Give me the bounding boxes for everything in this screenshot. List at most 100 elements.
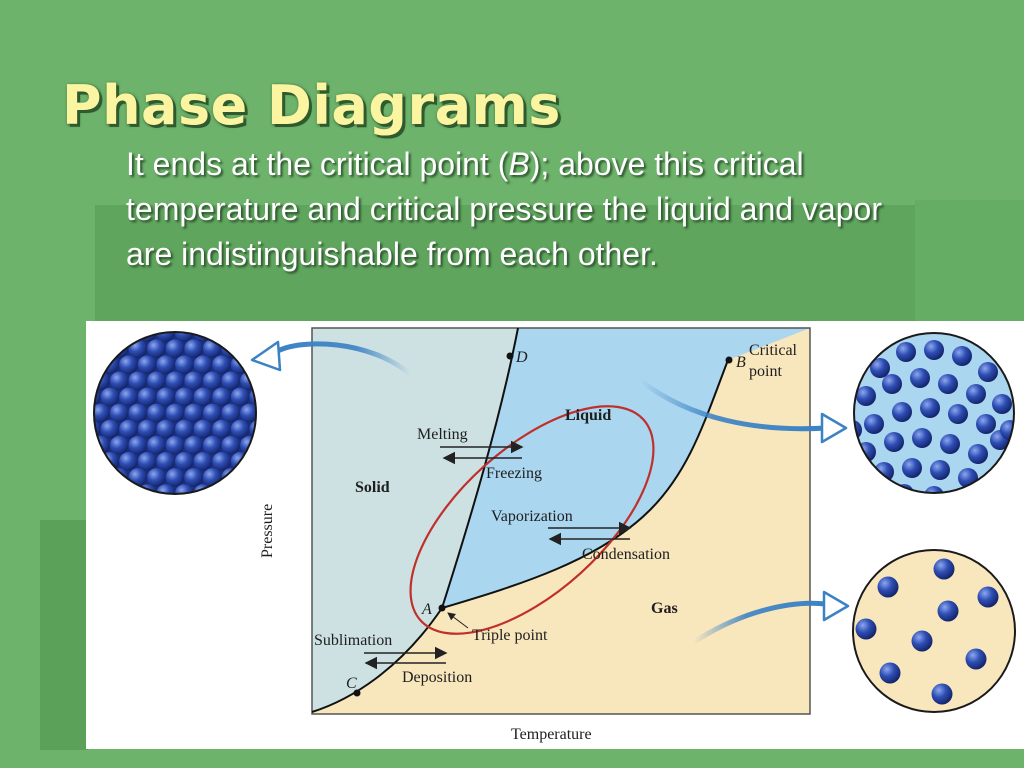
- solid-molecule: [221, 371, 241, 391]
- x-axis-label: Temperature: [511, 726, 592, 743]
- solid-molecule: [156, 387, 175, 407]
- point-a-label: A: [421, 601, 432, 618]
- gas-molecule: [911, 630, 933, 652]
- solid-molecule: [202, 371, 222, 391]
- solid-molecule: [212, 387, 231, 407]
- liquid-molecule: [930, 460, 950, 480]
- gas-molecule: [937, 600, 959, 622]
- solid-molecules-outline: [93, 331, 257, 495]
- solid-molecule: [128, 403, 148, 423]
- solid-label: Solid: [355, 479, 390, 496]
- solid-molecule: [175, 387, 194, 407]
- slide-title: Phase Diagrams: [62, 74, 561, 137]
- point-d-label: D: [515, 349, 528, 366]
- solid-molecule: [119, 387, 138, 407]
- solid-pointer-arrow: [273, 341, 413, 377]
- liquid-molecule: [892, 402, 912, 422]
- point-c-label: C: [346, 675, 357, 692]
- solid-molecules: [94, 332, 256, 494]
- solid-molecule: [230, 387, 250, 407]
- y-axis-label: Pressure: [259, 504, 276, 558]
- liquid-molecule: [992, 394, 1012, 414]
- condensation-label: Condensation: [582, 546, 670, 563]
- sublimation-label: Sublimation: [314, 632, 392, 649]
- solid-molecule: [184, 403, 203, 423]
- liquid-molecule: [940, 434, 960, 454]
- solid-molecule: [137, 452, 157, 471]
- solid-molecule: [119, 452, 138, 471]
- solid-molecule: [137, 419, 157, 439]
- critical-label-line1: Critical: [749, 342, 798, 359]
- liquid-molecule: [912, 428, 932, 448]
- liquid-molecule: [938, 374, 958, 394]
- solid-molecule: [165, 403, 185, 423]
- liquid-molecule: [948, 404, 968, 424]
- liquid-molecule: [882, 374, 902, 394]
- liquid-molecule: [884, 432, 904, 452]
- liquid-molecule: [856, 442, 876, 462]
- triple-point-label: Triple point: [472, 627, 548, 644]
- gas-pointer-arrow: [691, 600, 829, 645]
- solid-molecule: [119, 419, 138, 439]
- solid-molecule: [137, 355, 157, 375]
- liquid-molecule: [870, 358, 890, 378]
- gas-molecule: [877, 576, 899, 598]
- slide-body-text: It ends at the critical point (B); above…: [126, 142, 916, 277]
- solid-molecule: [240, 403, 256, 423]
- liquid-molecule: [978, 362, 998, 382]
- solid-molecule: [184, 339, 203, 358]
- solid-molecule: [156, 355, 175, 375]
- liquid-region: [442, 328, 810, 608]
- solid-molecule: [221, 403, 241, 423]
- solid-molecule: [184, 468, 203, 487]
- solid-molecule: [119, 355, 138, 375]
- gas-molecule: [931, 683, 953, 705]
- melting-curve: [441, 327, 519, 609]
- liquid-molecule: [966, 384, 986, 404]
- solid-molecule: [193, 452, 213, 471]
- background-band: [40, 520, 88, 750]
- highlight-ellipse: [409, 405, 655, 635]
- vaporization-label: Vaporization: [491, 508, 573, 525]
- solid-molecule: [156, 419, 175, 439]
- background-band: [95, 205, 915, 325]
- liquid-molecule: [986, 336, 1006, 356]
- triple-point-marker: [438, 604, 446, 612]
- liquid-molecule: [910, 368, 930, 388]
- solid-molecule: [100, 419, 120, 439]
- triple-point-pointer: [447, 612, 469, 629]
- solid-molecule: [147, 371, 166, 391]
- solid-molecule: [137, 387, 157, 407]
- liquid-molecule: [874, 462, 894, 482]
- gas-molecule: [977, 586, 999, 608]
- liquid-molecule: [952, 490, 972, 493]
- liquid-molecule: [924, 486, 944, 493]
- liquid-pointer-arrowhead: [820, 412, 848, 444]
- liquid-molecule: [896, 342, 916, 362]
- solid-molecule: [128, 435, 148, 455]
- liquid-molecule: [976, 414, 996, 434]
- liquid-label: Liquid: [565, 407, 611, 424]
- solid-molecule: [193, 387, 213, 407]
- body-text-start: It ends at the critical point (: [126, 146, 509, 182]
- critical-point-letter: B: [508, 146, 530, 182]
- liquid-molecule: [864, 414, 884, 434]
- solid-molecule: [147, 435, 166, 455]
- point-d-marker: [506, 352, 514, 360]
- liquid-molecule: [1000, 420, 1014, 440]
- melting-label: Melting: [417, 426, 468, 443]
- liquid-molecule: [902, 458, 922, 478]
- solid-molecule: [165, 371, 185, 391]
- freezing-label: Freezing: [486, 465, 542, 482]
- critical-label-line2: point: [749, 363, 782, 380]
- solid-pointer-arrowhead: [250, 340, 282, 372]
- liquid-molecule: [924, 340, 944, 360]
- sublimation-curve: [311, 607, 443, 713]
- solid-molecule: [202, 435, 222, 455]
- solid-molecule: [184, 435, 203, 455]
- liquid-pointer-arrow: [637, 377, 829, 432]
- liquid-molecule: [860, 333, 880, 350]
- solid-molecule: [165, 339, 185, 358]
- liquid-molecule: [952, 346, 972, 366]
- liquid-molecule: [920, 398, 940, 418]
